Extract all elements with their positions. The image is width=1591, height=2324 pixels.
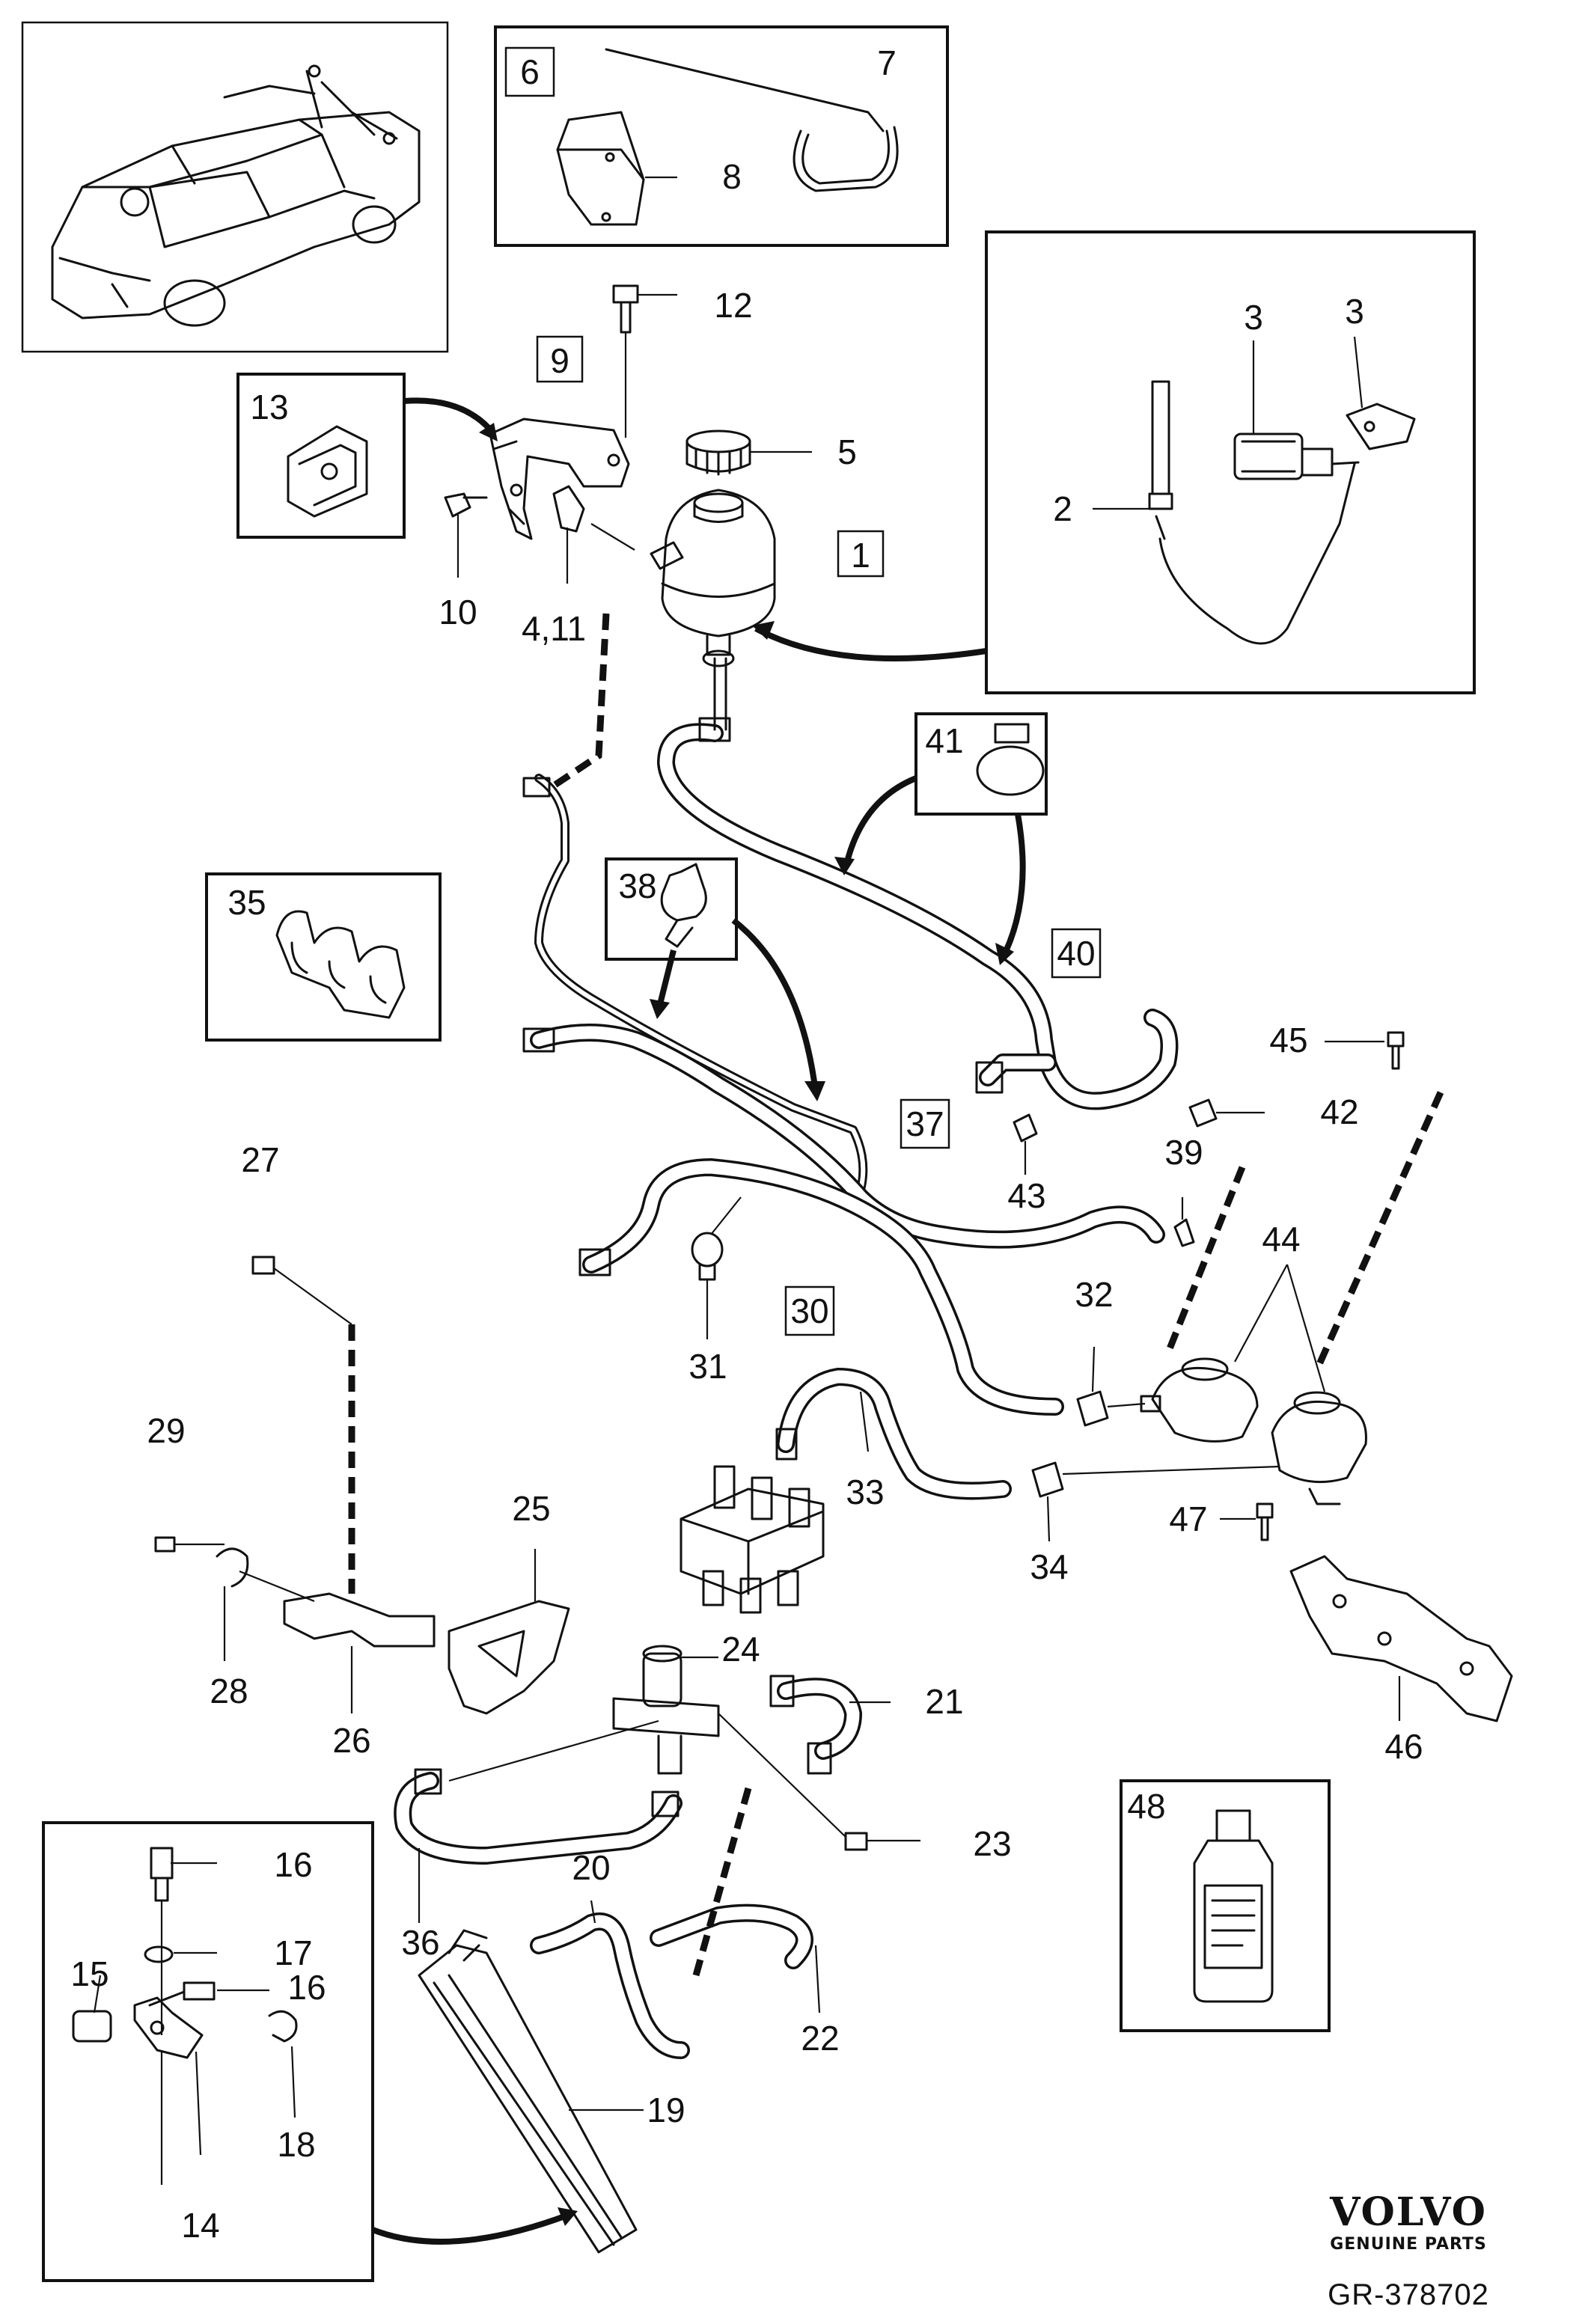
boxed-callout-frames	[536, 335, 1102, 1336]
callout-box-37	[900, 1098, 950, 1149]
callout-18: 18	[277, 2125, 315, 2164]
vehicle-overview-thumbnail	[21, 21, 449, 353]
callout-36: 36	[401, 1923, 439, 1962]
callout-41: 41	[925, 721, 963, 760]
callout-38: 38	[618, 866, 656, 905]
hoses-20-22-36-and-heater-core-19	[394, 1719, 821, 2254]
callout-17: 17	[274, 1933, 312, 1972]
callout-6: 6	[520, 52, 540, 91]
callout-42: 42	[1320, 1092, 1358, 1131]
callout-35: 35	[227, 883, 266, 922]
callout-19: 19	[647, 2091, 685, 2129]
callout-31: 31	[688, 1347, 727, 1386]
callout-40: 40	[1057, 934, 1095, 973]
callout-26: 26	[332, 1721, 370, 1760]
callout-29: 29	[147, 1411, 185, 1450]
callout-box-9	[536, 335, 584, 383]
callout-46: 46	[1384, 1727, 1423, 1766]
callout-2: 2	[1053, 489, 1072, 528]
callout-28: 28	[210, 1672, 248, 1710]
brand-name: VOLVO	[1329, 2189, 1487, 2235]
box-items-14-18-bracket	[42, 1821, 374, 2282]
callout-47: 47	[1169, 1499, 1207, 1538]
expansion-tank-assembly	[444, 284, 812, 667]
hose-item-40	[657, 657, 1179, 1175]
brand-subtitle: GENUINE PARTS	[1330, 2235, 1487, 2254]
callout-37: 37	[906, 1104, 944, 1143]
callout-16b: 16	[287, 1968, 326, 2007]
callout-box-6	[504, 46, 555, 97]
callout-23: 23	[973, 1824, 1011, 1863]
callout-30: 30	[790, 1291, 828, 1330]
box-item-38-clamp	[605, 857, 738, 961]
callout-33: 33	[846, 1473, 884, 1511]
callout-10: 10	[439, 593, 477, 632]
callout-22: 22	[801, 2019, 839, 2058]
box-item-6-strap-kit	[494, 25, 949, 247]
callout-16a: 16	[274, 1845, 312, 1884]
connector-arrows	[371, 397, 1026, 2245]
box-item-48-coolant-bottle	[1120, 1779, 1331, 2032]
callout-box-1	[837, 530, 885, 578]
callout-8: 8	[722, 157, 742, 196]
box-items-2-3-level-sensor	[985, 230, 1476, 694]
callout-5: 5	[837, 432, 857, 471]
callout-box-30	[784, 1285, 835, 1336]
callout-4-11: 4,11	[522, 609, 586, 648]
callout-27: 27	[241, 1140, 279, 1179]
callout-25: 25	[512, 1489, 550, 1528]
reference-dashed-lines	[348, 613, 1444, 1977]
callout-13: 13	[250, 388, 288, 426]
box-item-13-clip	[236, 373, 406, 539]
hose-item-37	[522, 774, 1165, 1249]
hose-item-33-and-valve-block	[680, 1368, 1012, 1614]
callout-box-40	[1051, 928, 1102, 979]
callout-32: 32	[1075, 1275, 1113, 1314]
callout-3b: 3	[1345, 292, 1364, 331]
callout-21: 21	[925, 1682, 963, 1721]
callout-12: 12	[714, 286, 752, 325]
callout-7: 7	[877, 43, 897, 82]
callout-15: 15	[70, 1954, 109, 1993]
reference-code: GR-378702	[1328, 2278, 1489, 2311]
callout-39: 39	[1164, 1133, 1203, 1172]
callout-48: 48	[1127, 1787, 1165, 1826]
callout-14: 14	[181, 2206, 219, 2245]
hose-item-30	[578, 1158, 1064, 1416]
callout-45: 45	[1269, 1021, 1307, 1059]
callout-44: 44	[1262, 1220, 1300, 1259]
callout-9: 9	[550, 341, 569, 380]
box-item-35-hose-clip	[205, 872, 442, 1042]
callout-1: 1	[851, 536, 870, 575]
callout-3a: 3	[1244, 298, 1263, 337]
callout-43: 43	[1007, 1176, 1045, 1215]
callout-20: 20	[572, 1848, 610, 1887]
heater-valve-area-items-21-26	[154, 1256, 920, 1851]
box-item-41-hose-clamp	[914, 712, 1048, 816]
callout-24: 24	[721, 1630, 760, 1669]
callout-34: 34	[1030, 1547, 1068, 1586]
pumps-item-44-and-bracket-46	[1031, 1031, 1513, 1722]
